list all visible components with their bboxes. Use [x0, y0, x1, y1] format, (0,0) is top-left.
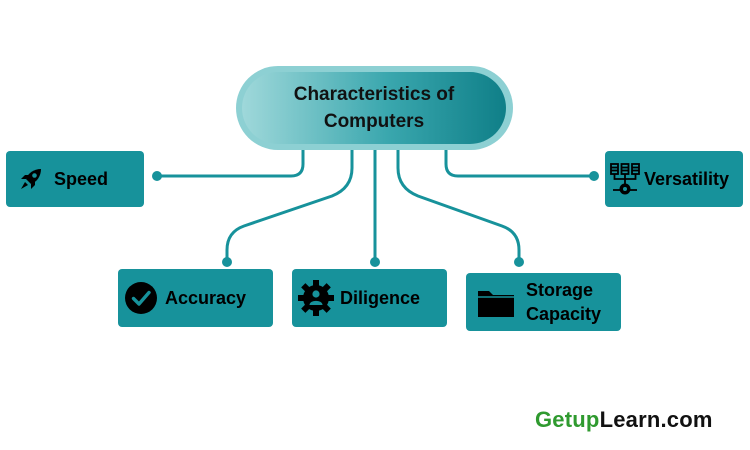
- node-speed: Speed: [6, 151, 144, 207]
- node-versatility-label: Versatility: [644, 169, 730, 189]
- diagram-title-text: Characteristics of Computers: [293, 84, 455, 132]
- brand-part1: Getup: [535, 407, 600, 432]
- node-storage-capacity: Storage Capacity: [466, 273, 621, 331]
- node-versatility: Versatility: [605, 151, 743, 207]
- brand-watermark: GetupLearn.com: [535, 407, 713, 433]
- check-circle-icon: [124, 281, 158, 315]
- dot-accuracy: [222, 257, 232, 267]
- network-servers-icon: [609, 162, 641, 196]
- node-diligence: Diligence: [292, 269, 447, 327]
- node-diligence-label: Diligence: [340, 288, 421, 308]
- dot-diligence: [370, 257, 380, 267]
- connector-storage: [396, 142, 521, 264]
- rocket-icon: [16, 164, 46, 194]
- connectors: [155, 142, 596, 264]
- gear-person-icon: [298, 280, 334, 316]
- dot-storage: [514, 257, 524, 267]
- node-accuracy-label: Accuracy: [165, 288, 247, 308]
- diagram-title: Characteristics of Computers: [242, 72, 506, 144]
- connector-dots: [152, 171, 599, 267]
- connector-accuracy: [225, 142, 354, 264]
- dot-speed: [152, 171, 162, 181]
- title-pill-inner: [242, 72, 506, 144]
- folder-icon: [476, 285, 516, 319]
- brand-part2: Learn.com: [599, 407, 713, 432]
- connector-versatility: [444, 142, 596, 178]
- node-storage-capacity-label: Storage Capacity: [526, 280, 602, 324]
- node-speed-label: Speed: [54, 169, 109, 189]
- dot-versatility: [589, 171, 599, 181]
- node-accuracy: Accuracy: [118, 269, 273, 327]
- connector-speed: [155, 142, 305, 178]
